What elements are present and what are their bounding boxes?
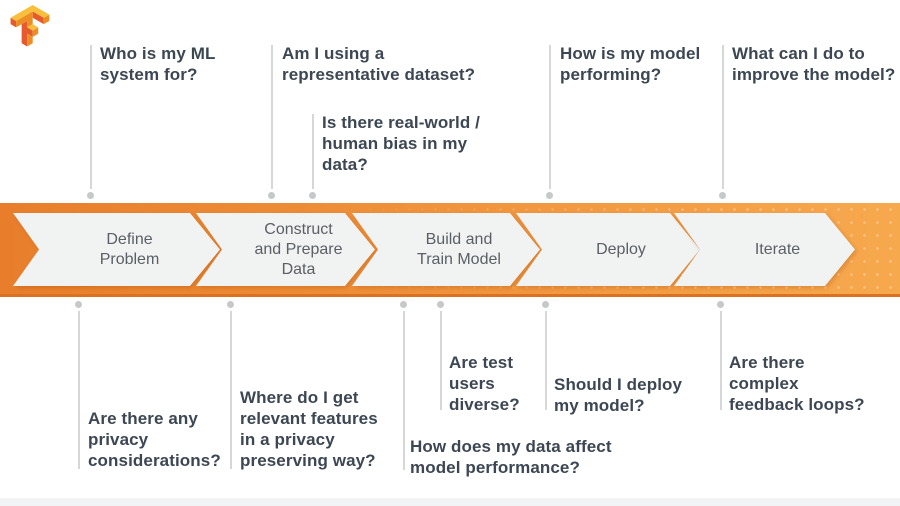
connector-line-top-2: [268, 45, 275, 199]
question-should-deploy: Should I deploy my model?: [554, 375, 683, 415]
connector-line-bottom-2: [227, 301, 234, 469]
chevron-arrow-shape: Construct and Prepare Data: [196, 213, 375, 286]
stage-chevron-define-problem: Define Problem: [13, 213, 220, 286]
process-band: Define Problem Construct and Prepare Dat…: [0, 203, 900, 297]
connector-line-bottom-5: [542, 301, 549, 410]
question-feedback-loops: Are there complex feedback loops?: [729, 353, 865, 414]
tensorflow-logo-icon: [10, 5, 50, 49]
stage-label: Construct and Prepare Data: [254, 220, 343, 278]
question-test-users-diverse: Are test users diverse?: [449, 353, 520, 414]
chevron-arrow-shape: Deploy: [516, 213, 700, 286]
chevron-arrow-shape: Iterate: [674, 213, 855, 286]
connector-line-top-3: [309, 114, 316, 199]
stage-chevron-build-train-model: Build and Train Model: [352, 213, 540, 286]
question-who-is-system-for: Who is my ML system for?: [100, 44, 216, 84]
connector-line-top-5: [719, 45, 726, 199]
stage-label: Build and Train Model: [417, 230, 501, 268]
stage-label: Deploy: [596, 240, 646, 258]
connector-line-bottom-3: [400, 301, 407, 470]
question-privacy-considerations: Are there any privacy considerations?: [88, 409, 221, 470]
question-model-performing: How is my model performing?: [560, 44, 701, 84]
chevron-arrow-shape: Define Problem: [13, 213, 220, 286]
connector-line-top-4: [546, 45, 553, 199]
question-human-bias: Is there real-world / human bias in my d…: [322, 113, 480, 174]
chevron-arrow-shape: Build and Train Model: [352, 213, 540, 286]
stage-label: Define Problem: [99, 230, 160, 268]
stage-chevron-iterate: Iterate: [674, 213, 855, 286]
connector-line-top-1: [87, 45, 94, 199]
connector-line-bottom-4: [437, 301, 444, 410]
connector-line-bottom-1: [75, 301, 82, 469]
tensorflow-logo-svg: [10, 5, 50, 47]
connector-line-bottom-6: [717, 301, 724, 410]
stage-chevron-deploy: Deploy: [516, 213, 700, 286]
question-privacy-preserving-features: Where do I get relevant features in a pr…: [240, 388, 378, 470]
question-improve-model: What can I do to improve the model?: [732, 44, 896, 84]
stage-chevron-construct-prepare-data: Construct and Prepare Data: [196, 213, 375, 286]
stage-label: Iterate: [754, 240, 801, 258]
footer-strip: [0, 498, 900, 506]
question-representative-dataset: Am I using a representative dataset?: [282, 44, 476, 84]
question-data-affect-performance: How does my data affect model performanc…: [410, 437, 612, 477]
